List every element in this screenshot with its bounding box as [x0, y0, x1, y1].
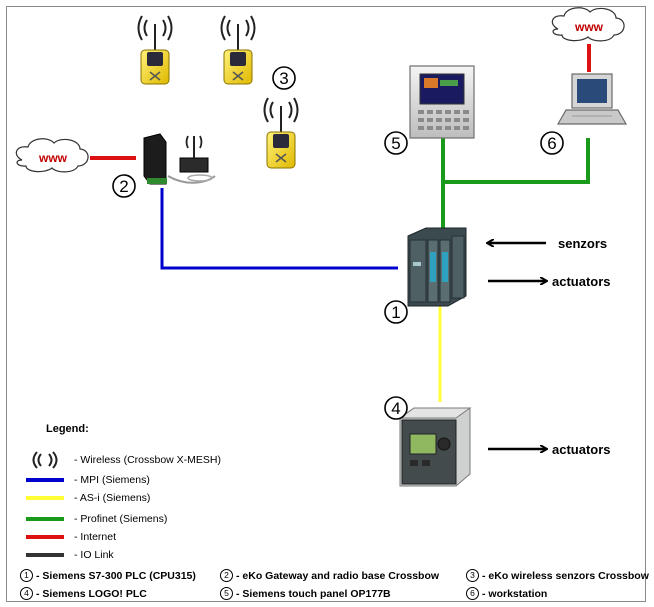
number-label-4: 4	[391, 399, 400, 418]
internet-cloud-right: www	[551, 7, 625, 42]
caption-number-1: 1	[20, 569, 33, 582]
legend-label-internet: - Internet	[74, 531, 117, 543]
caption-text-4: - Siemens LOGO! PLC	[36, 587, 147, 600]
senzors-label: senzors	[558, 236, 607, 251]
caption-text-2: - eKo Gateway and radio base Crossbow	[236, 569, 440, 582]
legend-label-wireless: - Wireless (Crossbow X-MESH)	[74, 454, 222, 466]
caption-3: 3 - eKo wireless senzors Crossbow	[466, 569, 649, 582]
caption-number-2: 2	[220, 569, 233, 582]
number-marker-3: 3	[272, 66, 296, 90]
diagram-frame	[6, 6, 646, 602]
legend-row-profinet: - Profinet (Siemens)	[26, 511, 167, 527]
plc-s7-300-device	[407, 227, 467, 307]
number-label-2: 2	[119, 177, 128, 196]
caption-2: 2 - eKo Gateway and radio base Crossbow	[220, 569, 439, 582]
number-label-3: 3	[279, 69, 288, 88]
mpi-link	[160, 188, 398, 270]
workstation-laptop	[556, 73, 628, 125]
legend-row-mpi: - MPI (Siemens)	[26, 472, 150, 488]
number-marker-1: 1	[384, 300, 408, 324]
caption-1: 1 - Siemens S7-300 PLC (CPU315)	[20, 569, 196, 582]
number-marker-2: 2	[112, 174, 136, 198]
caption-text-5: - Siemens touch panel OP177B	[236, 587, 391, 600]
caption-text-1: - Siemens S7-300 PLC (CPU315)	[36, 569, 196, 582]
caption-number-3: 3	[466, 569, 479, 582]
wireless-icon	[32, 451, 58, 469]
caption-5: 5 - Siemens touch panel OP177B	[220, 587, 391, 600]
legend-row-internet: - Internet	[26, 529, 116, 545]
legend-label-mpi: - MPI (Siemens)	[74, 474, 150, 486]
caption-4: 4 - Siemens LOGO! PLC	[20, 587, 147, 600]
wireless-sensor-2	[220, 15, 256, 85]
legend-row-asi: - AS-i (Siemens)	[26, 490, 150, 506]
legend-swatch-mpi	[26, 478, 64, 482]
number-label-1: 1	[391, 303, 400, 322]
number-marker-5: 5	[384, 131, 408, 155]
number-marker-6: 6	[540, 131, 564, 155]
legend-title: Legend:	[46, 423, 89, 435]
wireless-sensor-3	[263, 97, 299, 169]
caption-6: 6 - workstation	[466, 587, 547, 600]
legend-label-iolink: - IO Link	[74, 549, 114, 561]
actuators-label-logo: actuators	[552, 442, 611, 457]
legend-swatch-asi	[26, 496, 64, 500]
legend-swatch-iolink	[26, 553, 64, 557]
legend-label-profinet: - Profinet (Siemens)	[74, 513, 168, 525]
cloud-label-right: www	[574, 20, 604, 34]
internet-cloud-left: www	[15, 138, 89, 173]
number-marker-4: 4	[384, 396, 408, 420]
legend-swatch-internet	[26, 535, 64, 539]
gateway-device	[143, 133, 216, 185]
logo-plc-device	[398, 407, 472, 487]
number-label-6: 6	[547, 134, 556, 153]
touch-panel-device	[409, 65, 475, 139]
caption-number-5: 5	[220, 587, 233, 600]
number-label-5: 5	[391, 134, 400, 153]
caption-text-3: - eKo wireless senzors Crossbow	[482, 569, 649, 582]
legend-row-wireless: - Wireless (Crossbow X-MESH)	[26, 451, 222, 469]
legend-label-asi: - AS-i (Siemens)	[74, 492, 151, 504]
caption-number-4: 4	[20, 587, 33, 600]
cloud-label-left: www	[38, 151, 68, 165]
actuators-label-plc: actuators	[552, 274, 611, 289]
caption-number-6: 6	[466, 587, 479, 600]
legend-row-iolink: - IO Link	[26, 547, 114, 563]
profinet-link-workstation	[443, 138, 590, 184]
wireless-sensor-1	[137, 15, 173, 85]
legend-swatch-profinet	[26, 517, 64, 521]
caption-text-6: - workstation	[482, 587, 548, 600]
